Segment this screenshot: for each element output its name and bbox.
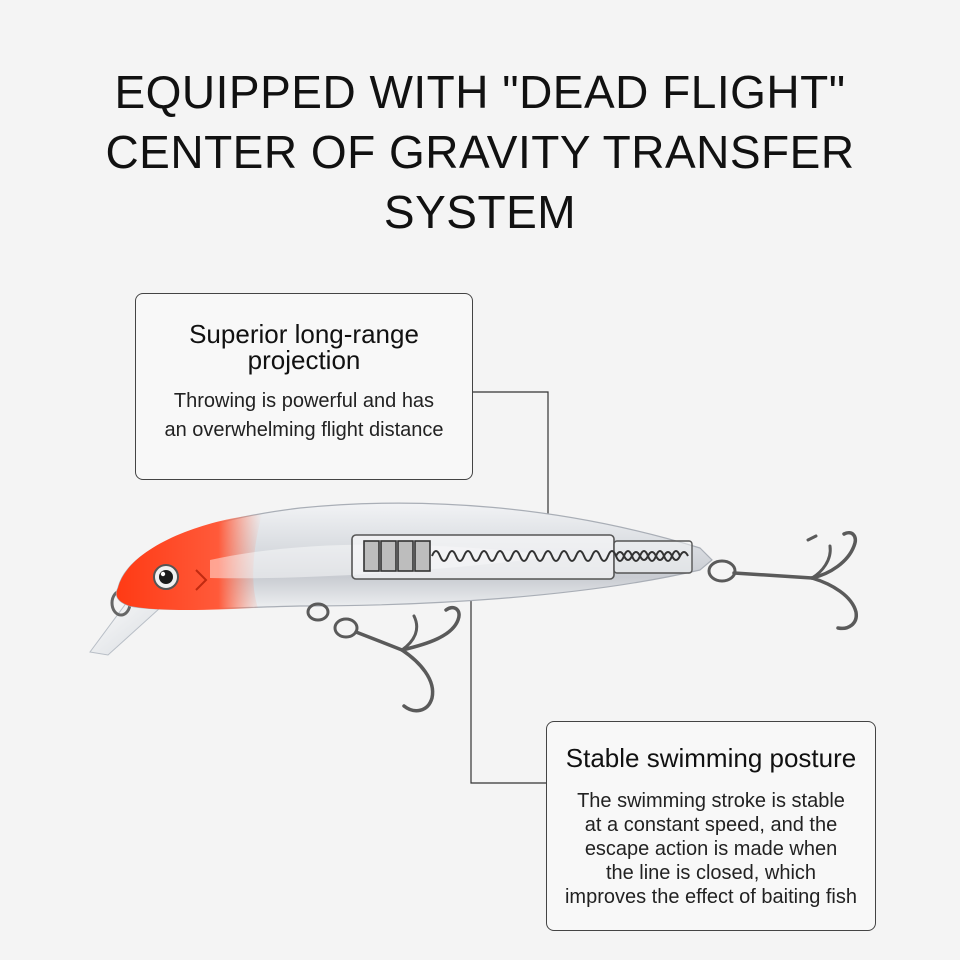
callout-connector-1 [473,391,549,560]
headline-line-3: SYSTEM [383,186,577,238]
callout-long-range-projection: Superior long-range projection Throwing … [135,293,473,480]
callout-1-title: Superior long-range projection [189,319,419,375]
headline-line-1: EQUIPPED WITH "DEAD FLIGHT" [114,66,846,118]
callout-stable-swimming-posture: Stable swimming posture The swimming str… [546,721,876,931]
belly-treble-hook-icon [306,602,461,713]
spring-icon [431,550,689,562]
callout-2-title: Stable swimming posture [565,743,857,773]
callout-connector-2 [470,590,546,784]
internal-chamber [351,534,693,580]
weight-balls-icon [363,540,431,572]
headline-line-2: CENTER OF GRAVITY TRANSFER [105,126,855,178]
headline: EQUIPPED WITH "DEAD FLIGHT" CENTER OF GR… [0,62,960,242]
callout-2-body: The swimming stroke is stable at a const… [564,790,857,908]
callout-1-body: Throwing is powerful and has an overwhel… [164,390,444,441]
treble-hook-icon [707,531,858,631]
